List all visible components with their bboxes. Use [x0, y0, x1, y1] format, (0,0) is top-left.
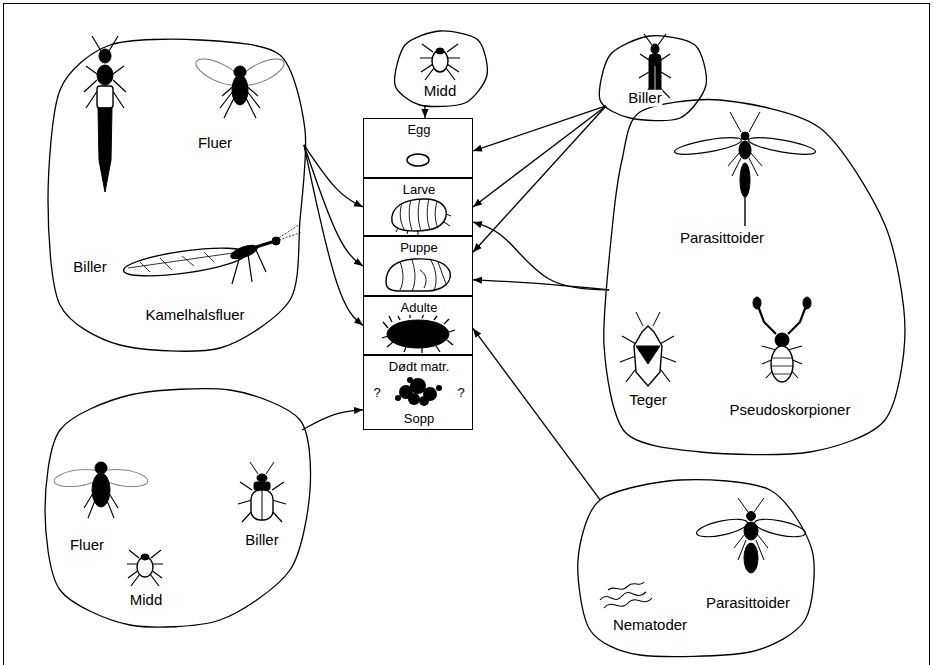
arrow-connector [304, 145, 363, 207]
group-label: Midd [129, 592, 164, 609]
enemy-group: Biller FluerKamelhalsfluer [48, 38, 310, 348]
stage-label: ? [372, 386, 381, 400]
enemy-group: Fluer BillerMidd [45, 388, 313, 628]
group-label: Kamelhalsfluer [144, 307, 245, 324]
pseudoscorpion-icon [753, 297, 811, 382]
group-label: Nematoder [612, 617, 688, 634]
group-label: Pseudoskorpioner [729, 402, 852, 419]
group-label: Fluer [69, 537, 105, 554]
stage-box: Larve [363, 178, 473, 236]
group-outline-path [578, 480, 814, 657]
arrow-connector [424, 106, 425, 118]
egg-icon [407, 154, 429, 166]
enemy-group: Midd [392, 30, 487, 106]
fly-icon [192, 54, 287, 118]
group-label: Parasittoider [679, 230, 765, 247]
figure-frame [4, 4, 930, 665]
stage-box: Puppe [363, 236, 473, 296]
stage-box: Adulte [363, 296, 473, 355]
group-label: Parasittoider [705, 595, 791, 612]
larva-icon [392, 199, 451, 235]
group-outline-path [395, 31, 488, 107]
adult-beetle-icon [382, 314, 455, 353]
stage-label: Egg [406, 123, 431, 137]
group-outline [45, 388, 313, 628]
snakefly-icon [122, 224, 302, 284]
group-label: Biller [72, 259, 107, 276]
stage-label: Larve [402, 183, 437, 197]
stage-box: Egg [363, 118, 473, 178]
group-outline-path [599, 36, 706, 121]
group-outline-path [45, 389, 311, 628]
group-label: Teger [628, 392, 668, 409]
arrow-connector [473, 222, 609, 290]
group-outline-path [48, 39, 306, 351]
stage-label: Puppe [399, 241, 439, 255]
mite-icon [127, 550, 163, 586]
group-label: Biller [244, 532, 279, 549]
stage-label: ? [456, 386, 465, 400]
bug-icon [620, 312, 676, 386]
pupa-icon [386, 259, 450, 291]
arrow-connector [304, 145, 363, 326]
fly-icon [53, 462, 149, 518]
arrow-connector [304, 145, 363, 266]
group-label: Fluer [197, 135, 233, 152]
stage-label: Sopp [403, 412, 435, 426]
enemy-group: ParasittoiderNematoder [578, 478, 813, 655]
arrow-connector [302, 410, 363, 430]
mite-icon [420, 44, 460, 80]
group-label: Midd [423, 83, 458, 100]
arrow-connector [473, 106, 606, 207]
stage-label: Dødt matr. [388, 360, 451, 374]
wasp-icon [673, 112, 816, 226]
stage-box: Dødt matr.?? Sopp [363, 355, 473, 430]
beetle-icon [84, 36, 126, 192]
arrow-connector [473, 280, 609, 290]
enemy-group: ParasittoiderTegerPseudoskorpioner [603, 100, 908, 455]
arrow-connector [473, 328, 600, 499]
group-label: Biller [627, 90, 662, 107]
fungus-icon [395, 377, 442, 406]
group-outline-path [604, 100, 905, 455]
group-outline [48, 38, 310, 348]
stage-label: Adulte [400, 301, 439, 315]
nematode-icon [600, 582, 652, 608]
beetle-icon [238, 462, 286, 522]
